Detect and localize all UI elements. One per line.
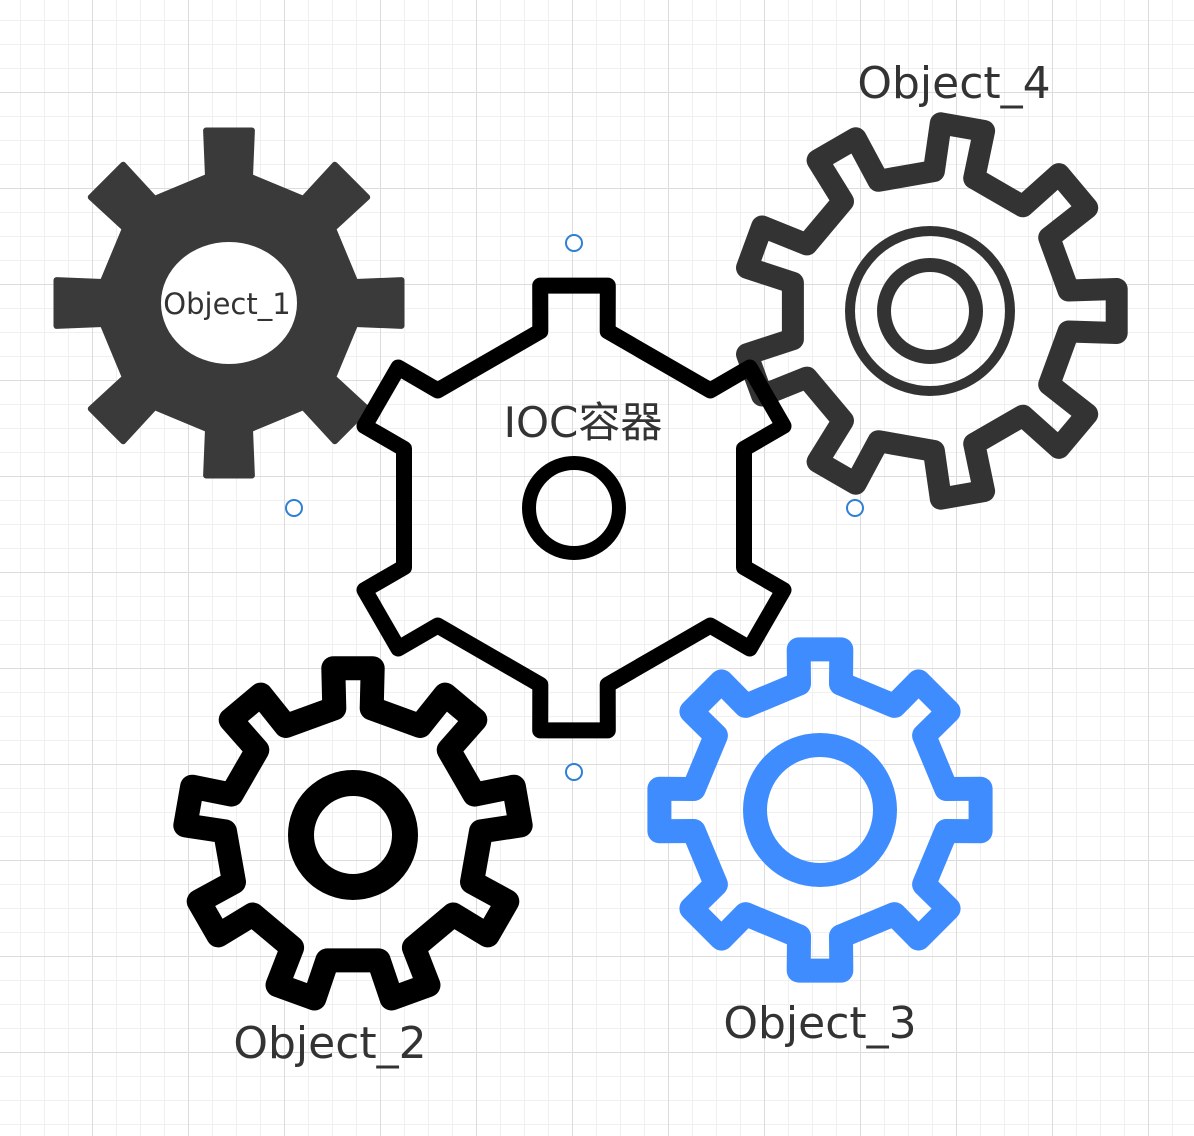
ioc-container-gear[interactable]: IOC容器 [356, 277, 792, 739]
gear-outer-ring [845, 226, 1015, 396]
object-4-gear[interactable] [736, 112, 1128, 510]
gear-hole [522, 456, 626, 560]
gear-hole [288, 770, 418, 900]
gear-hole [743, 733, 897, 887]
gear-icon [356, 277, 792, 739]
gear-icon [173, 656, 533, 1011]
ioc-container-label: IOC容器 [504, 398, 663, 447]
object-3-gear[interactable] [647, 637, 993, 983]
gear-icon [736, 112, 1128, 510]
object-1-gear[interactable]: Object_1 [53, 127, 405, 479]
selection-handles [285, 234, 864, 781]
object-2-label: Object_2 [233, 1018, 426, 1069]
object-1-label: Object_1 [163, 287, 290, 321]
gear-hole [161, 242, 297, 364]
object-2-gear[interactable] [173, 656, 533, 1011]
gear-inner-ring [877, 258, 983, 364]
selection-handle-right[interactable] [846, 499, 864, 517]
selection-handle-top[interactable] [565, 234, 583, 252]
object-4-label: Object_4 [857, 58, 1050, 109]
selection-handle-left[interactable] [285, 499, 303, 517]
gear-icon [647, 637, 993, 983]
object-3-label: Object_3 [723, 998, 916, 1049]
selection-handle-bottom[interactable] [565, 763, 583, 781]
